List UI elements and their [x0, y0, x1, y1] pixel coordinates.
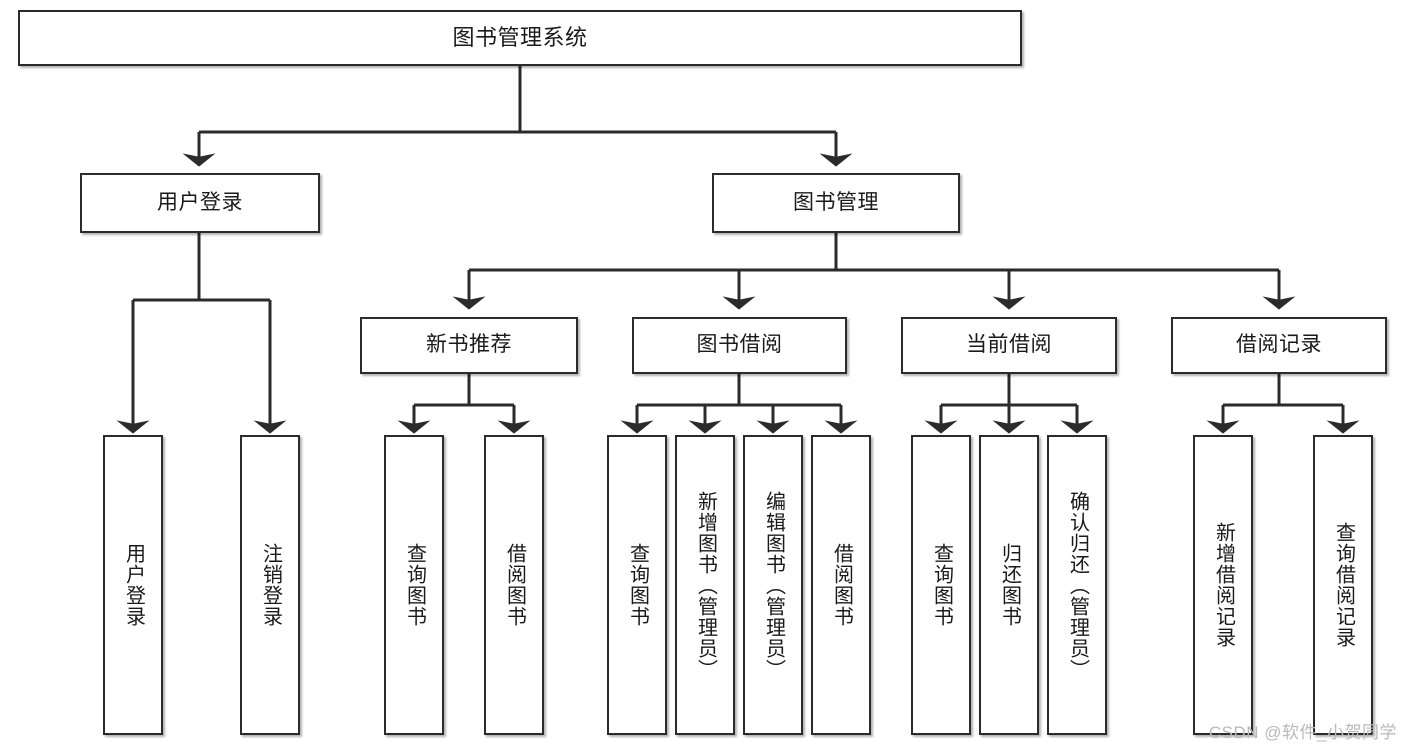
node-label: 借阅图书	[503, 543, 526, 627]
node-leaf-add-record[interactable]: 新增借阅记录	[1193, 435, 1253, 735]
node-label: 借阅图书	[830, 543, 853, 627]
node-label: 新增图书（管理员）	[694, 490, 717, 680]
node-leaf-add-book[interactable]: 新增图书（管理员）	[675, 435, 735, 735]
node-user-login[interactable]: 用户登录	[80, 173, 320, 233]
node-leaf-borrow-book-2[interactable]: 借阅图书	[811, 435, 871, 735]
node-leaf-query-book-3[interactable]: 查询图书	[911, 435, 971, 735]
node-label: 图书管理	[793, 190, 879, 214]
node-label: 借阅记录	[1236, 333, 1322, 357]
node-label: 图书管理系统	[452, 25, 588, 51]
node-label: 归还图书	[998, 543, 1021, 627]
node-leaf-query-record[interactable]: 查询借阅记录	[1313, 435, 1373, 735]
node-label: 当前借阅	[966, 333, 1052, 357]
node-label: 用户登录	[157, 190, 243, 214]
node-book-manage[interactable]: 图书管理	[712, 173, 960, 233]
node-leaf-borrow-book-1[interactable]: 借阅图书	[484, 435, 544, 735]
node-label: 查询图书	[930, 543, 953, 627]
node-book-borrow[interactable]: 图书借阅	[632, 317, 847, 374]
node-leaf-confirm-return[interactable]: 确认归还（管理员）	[1047, 435, 1107, 735]
node-leaf-user-logout[interactable]: 注销登录	[240, 435, 300, 735]
node-label: 确认归还（管理员）	[1066, 490, 1089, 680]
node-new-book-recommend[interactable]: 新书推荐	[360, 317, 578, 374]
node-leaf-edit-book[interactable]: 编辑图书（管理员）	[743, 435, 803, 735]
node-leaf-user-login[interactable]: 用户登录	[103, 435, 163, 735]
watermark: CSDN @软件_小贺同学	[1208, 723, 1397, 742]
node-label: 查询图书	[403, 543, 426, 627]
node-label: 编辑图书（管理员）	[762, 490, 785, 680]
node-borrow-record[interactable]: 借阅记录	[1171, 317, 1387, 374]
node-label: 新增借阅记录	[1212, 522, 1235, 648]
node-label: 查询图书	[626, 543, 649, 627]
node-label: 用户登录	[122, 543, 145, 627]
node-leaf-query-book-2[interactable]: 查询图书	[607, 435, 667, 735]
node-leaf-query-book-1[interactable]: 查询图书	[384, 435, 444, 735]
node-root-system[interactable]: 图书管理系统	[18, 10, 1022, 66]
node-leaf-return-book[interactable]: 归还图书	[979, 435, 1039, 735]
node-label: 图书借阅	[696, 333, 783, 357]
node-label: 查询借阅记录	[1332, 522, 1355, 648]
node-label: 新书推荐	[426, 333, 512, 357]
node-current-borrow[interactable]: 当前借阅	[901, 317, 1117, 374]
node-label: 注销登录	[259, 543, 282, 627]
